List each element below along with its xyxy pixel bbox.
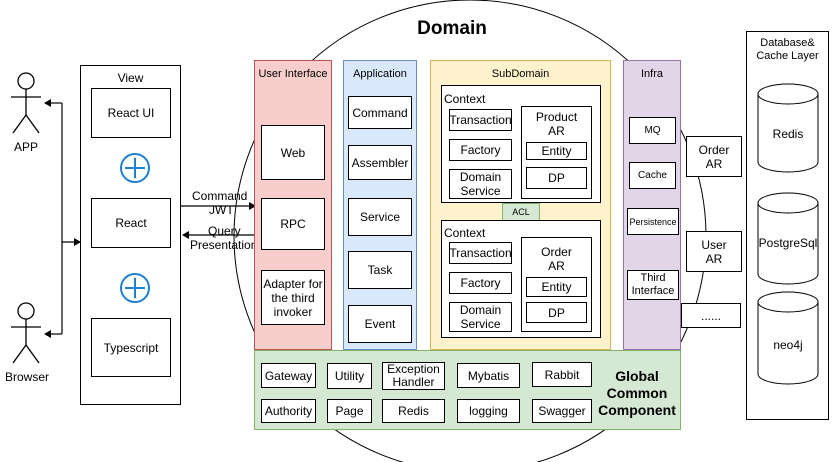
infra-persistence-box: Persistence	[627, 208, 679, 235]
subdomain-title: SubDomain	[491, 68, 550, 80]
browser-actor-label: Browser	[4, 370, 49, 384]
neo4j-store-label: neo4j	[773, 338, 803, 352]
app-actor-label: APP	[13, 140, 38, 154]
domain-service-box: Domain Service	[449, 169, 512, 199]
jwt-label: JWT	[209, 203, 234, 217]
user-interface-title: User Interface	[258, 68, 328, 80]
presentation-label: Presentation	[190, 238, 258, 252]
infra-cache-box: Cache	[629, 162, 676, 189]
common-item: Exception Handler	[382, 362, 445, 390]
dp-box: DP	[526, 302, 587, 323]
command-label: Command	[192, 189, 248, 203]
app-assembler-box: Assembler	[348, 145, 412, 180]
context-title: Context	[444, 226, 486, 240]
common-item: Mybatis	[457, 363, 520, 388]
redis-cylinder-icon	[757, 83, 819, 173]
transaction-box: Transaction	[449, 109, 512, 131]
aggregate-root-title: Order AR	[541, 245, 572, 273]
transaction-box: Transaction	[449, 242, 512, 264]
context-title: Context	[444, 92, 486, 106]
user-ar-box: User AR	[686, 231, 742, 272]
app-command-box: Command	[348, 96, 412, 129]
arrow-to-app	[44, 99, 51, 107]
order-ar-box: Order AR	[686, 136, 742, 177]
postgresql-store-label: PostgreSql	[758, 236, 818, 250]
infra-title: Infra	[640, 68, 663, 80]
actor-connectors	[49, 102, 80, 335]
infra-mq-box: MQ	[629, 117, 676, 144]
plus-icon	[120, 153, 150, 183]
entity-box: Entity	[526, 142, 587, 160]
common-component-title: Global Common Component	[598, 368, 676, 418]
domain-service-box: Domain Service	[449, 302, 512, 332]
ui-rpc-box: RPC	[261, 198, 325, 250]
ui-adapter-box: Adapter for the third invoker	[261, 270, 325, 325]
diagram-title: Domain	[417, 18, 487, 39]
factory-box: Factory	[449, 272, 512, 294]
common-item: Swagger	[532, 399, 592, 423]
common-item: Authority	[261, 399, 316, 423]
neo4j-cylinder-icon	[757, 291, 819, 385]
arrow-to-browser	[44, 330, 51, 338]
arrow-to-view	[74, 238, 81, 246]
app-event-box: Event	[348, 305, 412, 343]
ui-web-box: Web	[261, 125, 325, 180]
common-item: Utility	[327, 363, 372, 389]
application-title: Application	[353, 68, 407, 80]
infra-third-interface-box: Third Interface	[627, 270, 679, 300]
entity-box: Entity	[526, 277, 587, 297]
dp-box: DP	[526, 167, 587, 189]
view-title: View	[117, 71, 144, 85]
common-item: Gateway	[261, 363, 316, 388]
view-item: React UI	[91, 88, 171, 138]
view-item: React	[91, 198, 171, 248]
more-ar-box: ......	[681, 303, 741, 328]
query-label: Query	[208, 224, 241, 238]
common-item: Redis	[382, 399, 445, 423]
database-layer-panel	[746, 31, 829, 420]
common-item: Rabbit	[532, 362, 592, 387]
browser-actor-icon	[11, 302, 41, 364]
common-item: logging	[457, 399, 520, 423]
postgresql-cylinder-icon	[757, 192, 819, 285]
app-actor-icon	[11, 72, 41, 134]
common-item: Page	[327, 399, 372, 423]
factory-box: Factory	[449, 139, 512, 161]
view-panel: View	[80, 65, 181, 405]
infra-lane: Infra	[623, 60, 681, 350]
redis-store-label: Redis	[772, 127, 804, 141]
app-task-box: Task	[348, 251, 412, 289]
plus-icon	[120, 273, 150, 303]
aggregate-root-title: Product AR	[535, 110, 578, 138]
view-item: Typescript	[91, 318, 171, 377]
app-service-box: Service	[348, 198, 412, 236]
database-layer-title: Database& Cache Layer	[756, 37, 819, 62]
acl-badge: ACL	[502, 203, 540, 221]
